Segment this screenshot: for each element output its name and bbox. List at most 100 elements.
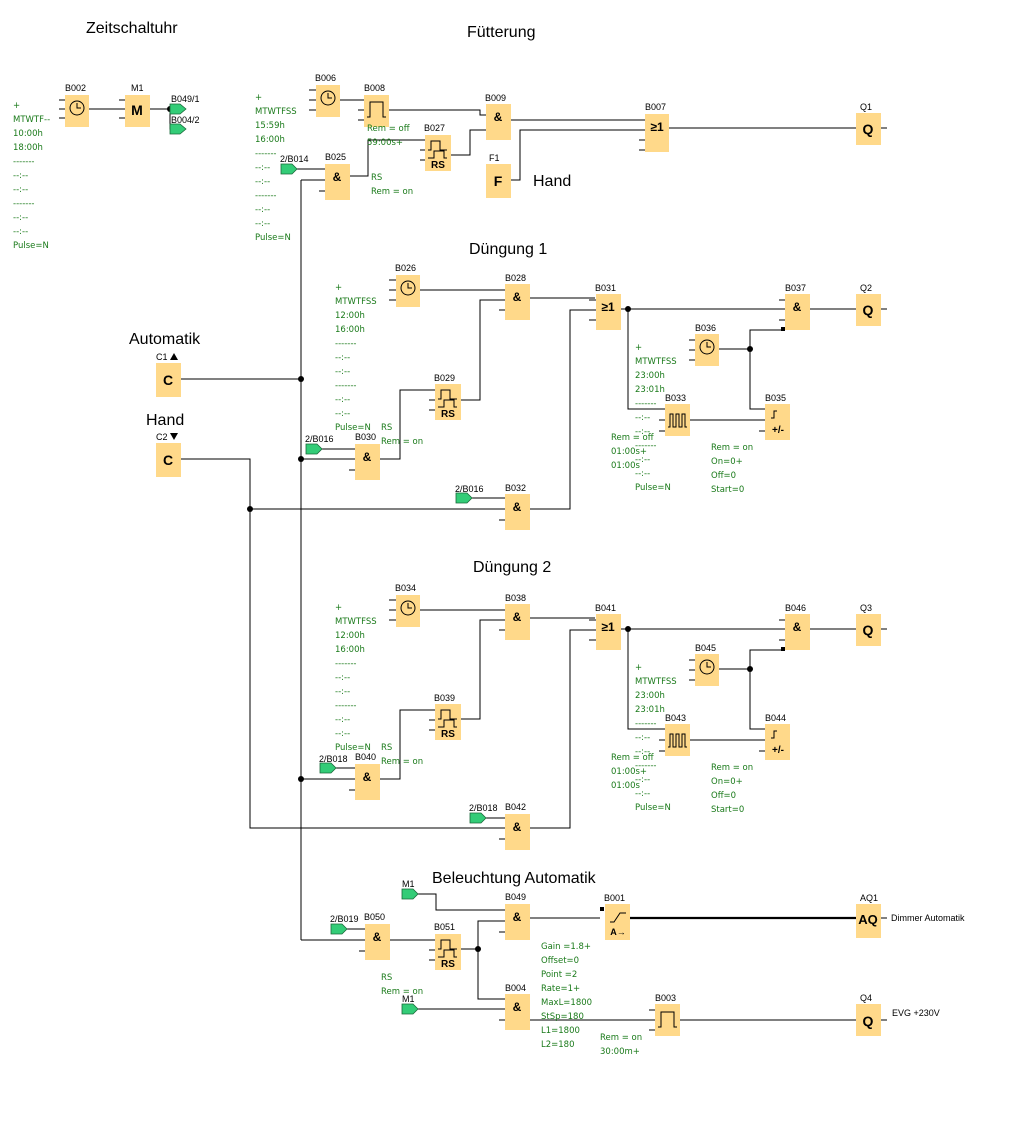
block-b006[interactable]: B006 <box>309 73 340 117</box>
block-b049[interactable]: B049 & <box>499 892 530 940</box>
block-b031[interactable]: B031 ≥1 <box>589 283 621 330</box>
block-b007[interactable]: B007 ≥1 <box>639 102 669 152</box>
svg-text:-------: ------- <box>335 381 356 391</box>
block-b025[interactable]: B025 & <box>319 152 350 200</box>
block-label: B050 <box>364 912 385 922</box>
connector-2-b018-a[interactable]: 2/B018 <box>319 754 348 774</box>
block-b040[interactable]: B040 & <box>349 752 380 800</box>
pulse-icon <box>367 101 386 118</box>
connector-2-b019[interactable]: 2/B019 <box>330 914 359 935</box>
output-aq1[interactable]: AQ1 AQ Dimmer Automatik <box>856 893 965 938</box>
block-m1[interactable]: M1 M <box>119 83 150 127</box>
block-label: B042 <box>505 802 526 812</box>
block-b034[interactable]: B034 <box>389 583 420 627</box>
svg-text:Off=0: Off=0 <box>711 791 736 801</box>
svg-text:18:00h: 18:00h <box>13 143 43 153</box>
block-b003[interactable]: B003 <box>649 993 680 1036</box>
block-b038[interactable]: B038 & <box>499 593 530 640</box>
block-b046[interactable]: B046 & <box>779 603 810 651</box>
block-b044[interactable]: B044 +/- <box>759 713 790 760</box>
connector-label: 2/B016 <box>455 484 484 494</box>
output-q2[interactable]: Q2 Q <box>856 283 887 326</box>
output-q3[interactable]: Q3 Q <box>856 603 887 646</box>
block-b042[interactable]: B042 & <box>499 802 530 850</box>
and-symbol: & <box>793 300 802 314</box>
block-b001[interactable]: B001 A→ <box>600 893 630 940</box>
svg-text:--:--: --:-- <box>255 177 270 187</box>
params-b045: + MTWTFSS 23:00h 23:01h ------- --:-- --… <box>635 663 677 813</box>
block-b045[interactable]: B045 <box>689 643 719 686</box>
output-q4[interactable]: Q4 Q EVG +230V <box>856 993 940 1036</box>
svg-text:StSp=180: StSp=180 <box>541 1012 584 1022</box>
output-q1[interactable]: Q1 Q <box>856 102 887 145</box>
svg-text:MTWTFSS: MTWTFSS <box>335 297 377 307</box>
connector-2-b016-b[interactable]: 2/B016 <box>455 484 484 504</box>
connector-flag-icon <box>469 812 487 824</box>
svg-text:MTWTFSS: MTWTFSS <box>635 357 677 367</box>
block-b002[interactable]: B002 <box>59 83 89 127</box>
svg-text:23:01h: 23:01h <box>635 705 665 715</box>
svg-text:10:00h: 10:00h <box>13 129 43 139</box>
block-b032[interactable]: B032 & <box>499 483 530 530</box>
params-b035: Rem = on On=0+ Off=0 Start=0 <box>711 443 753 495</box>
block-b027[interactable]: B027 RS <box>420 123 451 171</box>
block-b036[interactable]: B036 <box>689 323 719 366</box>
block-b037[interactable]: B037 & <box>779 283 810 331</box>
block-b029[interactable]: B029 RS <box>429 373 461 420</box>
counter-c2[interactable]: C2 C <box>156 432 181 477</box>
and-symbol: & <box>513 1000 522 1014</box>
block-b026[interactable]: B026 <box>389 263 420 307</box>
connector-m1-a[interactable]: M1 <box>401 879 419 900</box>
svg-text:--:--: --:-- <box>635 747 650 757</box>
svg-text:Pulse=N: Pulse=N <box>255 233 291 243</box>
and-symbol: & <box>513 820 522 834</box>
block-b030[interactable]: B030 & <box>349 432 380 480</box>
counter-c1[interactable]: C1 C <box>156 352 181 397</box>
svg-text:--:--: --:-- <box>335 715 350 725</box>
svg-text:16:00h: 16:00h <box>255 135 285 145</box>
connector-label: 2/B014 <box>280 154 309 164</box>
block-b028[interactable]: B028 & <box>499 273 530 320</box>
block-b008[interactable]: B008 <box>358 83 389 127</box>
connector-b004-2[interactable]: B004/2 <box>169 115 200 135</box>
connector-b049-1[interactable]: B049/1 <box>169 94 200 115</box>
svg-text:RS: RS <box>381 973 392 983</box>
block-b039[interactable]: B039 RS <box>429 693 461 740</box>
block-b041[interactable]: B041 ≥1 <box>589 603 621 650</box>
block-label: B002 <box>65 83 86 93</box>
block-b033[interactable]: B033 <box>659 393 690 436</box>
svg-text:16:00h: 16:00h <box>335 645 365 655</box>
block-b050[interactable]: B050 & <box>359 912 390 960</box>
block-b051[interactable]: B051 RS <box>429 922 461 970</box>
params-b008: Rem = off 59:00s+ <box>367 124 411 148</box>
q4-description: EVG +230V <box>892 1008 940 1018</box>
svg-text:-------: ------- <box>335 659 356 669</box>
svg-text:--:--: --:-- <box>635 775 650 785</box>
analog-ramp-icon <box>610 912 626 923</box>
params-b036: + MTWTFSS 23:00h 23:01h ------- --:-- --… <box>635 343 677 493</box>
block-b043[interactable]: B043 <box>659 713 690 756</box>
title-duengung-1: Düngung 1 <box>469 241 547 258</box>
block-b009[interactable]: B009 & <box>480 93 511 140</box>
block-label: B028 <box>505 273 526 283</box>
block-b035[interactable]: B035 +/- <box>759 393 790 440</box>
connector-2-b014[interactable]: 2/B014 <box>280 154 309 175</box>
svg-text:23:00h: 23:00h <box>635 371 665 381</box>
connector-flag-icon <box>401 1003 419 1015</box>
label-hand-counter: Hand <box>146 412 184 429</box>
svg-text:--:--: --:-- <box>13 171 28 181</box>
connector-2-b016-a[interactable]: 2/B016 <box>305 434 334 455</box>
svg-text:+: + <box>255 93 262 103</box>
params-b002: + MTWTF-- 10:00h 18:00h ------- --:-- --… <box>13 101 50 251</box>
svg-text:-------: ------- <box>255 149 276 159</box>
connector-2-b018-b[interactable]: 2/B018 <box>469 803 498 824</box>
svg-text:30:00m+: 30:00m+ <box>600 1047 640 1057</box>
block-b004[interactable]: B004 & <box>499 983 530 1030</box>
connector-m1-b[interactable]: M1 <box>401 994 419 1015</box>
svg-text:RS: RS <box>381 423 392 433</box>
connector-label: 2/B016 <box>305 434 334 444</box>
pulse-generator-icon <box>668 413 687 428</box>
svg-text:23:01h: 23:01h <box>635 385 665 395</box>
block-f1[interactable]: F1 F <box>486 153 511 198</box>
params-b043: Rem = off 01:00s+ 01:00s <box>611 753 655 791</box>
